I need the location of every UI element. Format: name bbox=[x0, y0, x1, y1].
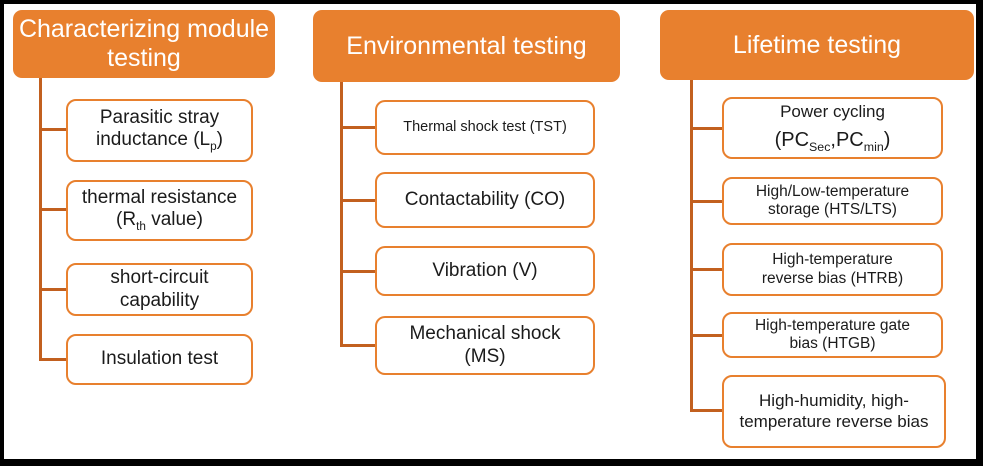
node-high-temperature-reverse-bias: High-temperature reverse bias (HTRB) bbox=[722, 243, 943, 296]
connector-stub bbox=[340, 126, 375, 129]
node-label: High-humidity, high- temperature reverse… bbox=[739, 391, 929, 431]
node-label: Power cycling (PCSec,PCmin) bbox=[774, 102, 891, 154]
connector-stub bbox=[39, 358, 66, 361]
header-environmental-testing: Environmental testing bbox=[313, 10, 620, 82]
node-label: Parasitic stray inductance (Lp) bbox=[96, 106, 223, 154]
node-mechanical-shock: Mechanical shock (MS) bbox=[375, 316, 595, 375]
node-label: High-temperature reverse bias (HTRB) bbox=[761, 251, 904, 287]
connector-stub bbox=[690, 268, 722, 271]
node-high-low-temperature-storage: High/Low-temperature storage (HTS/LTS) bbox=[722, 177, 943, 225]
node-label: thermal resistance (Rth value) bbox=[81, 186, 238, 234]
node-label: Contactability (CO) bbox=[404, 188, 566, 210]
node-label: Insulation test bbox=[100, 348, 219, 370]
node-high-temperature-gate-bias: High-temperature gate bias (HTGB) bbox=[722, 312, 943, 358]
node-label: Mechanical shock (MS) bbox=[409, 323, 561, 367]
node-short-circuit-capability: short-circuit capability bbox=[66, 263, 253, 316]
connector-stub bbox=[340, 344, 375, 347]
node-parasitic-stray-inductance: Parasitic stray inductance (Lp) bbox=[66, 99, 253, 162]
connector-vertical-line bbox=[340, 82, 343, 347]
node-contactability: Contactability (CO) bbox=[375, 172, 595, 228]
header-label: Lifetime testing bbox=[732, 30, 902, 59]
node-thermal-resistance: thermal resistance (Rth value) bbox=[66, 180, 253, 241]
node-thermal-shock-test: Thermal shock test (TST) bbox=[375, 100, 595, 155]
connector-stub bbox=[690, 334, 722, 337]
header-lifetime-testing: Lifetime testing bbox=[660, 10, 974, 80]
header-label: Characterizing module testing bbox=[18, 15, 270, 72]
node-insulation-test: Insulation test bbox=[66, 334, 253, 385]
node-label: High/Low-temperature storage (HTS/LTS) bbox=[755, 182, 910, 218]
node-high-humidity-high-temperature-reverse-bias: High-humidity, high- temperature reverse… bbox=[722, 375, 946, 448]
connector-vertical-line bbox=[690, 80, 693, 412]
connector-stub bbox=[39, 208, 66, 211]
header-label: Environmental testing bbox=[346, 31, 587, 60]
connector-stub bbox=[340, 199, 375, 202]
connector-stub bbox=[690, 409, 722, 412]
connector-vertical-line bbox=[39, 78, 42, 361]
node-vibration: Vibration (V) bbox=[375, 246, 595, 296]
connector-stub bbox=[340, 270, 375, 273]
connector-stub bbox=[39, 288, 66, 291]
connector-stub bbox=[39, 128, 66, 131]
node-label: Thermal shock test (TST) bbox=[403, 118, 567, 135]
node-label: High-temperature gate bias (HTGB) bbox=[754, 316, 911, 352]
node-power-cycling: Power cycling (PCSec,PCmin) bbox=[722, 97, 943, 159]
connector-stub bbox=[690, 200, 722, 203]
header-characterizing-module-testing: Characterizing module testing bbox=[13, 10, 275, 78]
node-label: short-circuit capability bbox=[110, 267, 209, 311]
node-label: Vibration (V) bbox=[432, 259, 538, 281]
connector-stub bbox=[690, 127, 722, 130]
